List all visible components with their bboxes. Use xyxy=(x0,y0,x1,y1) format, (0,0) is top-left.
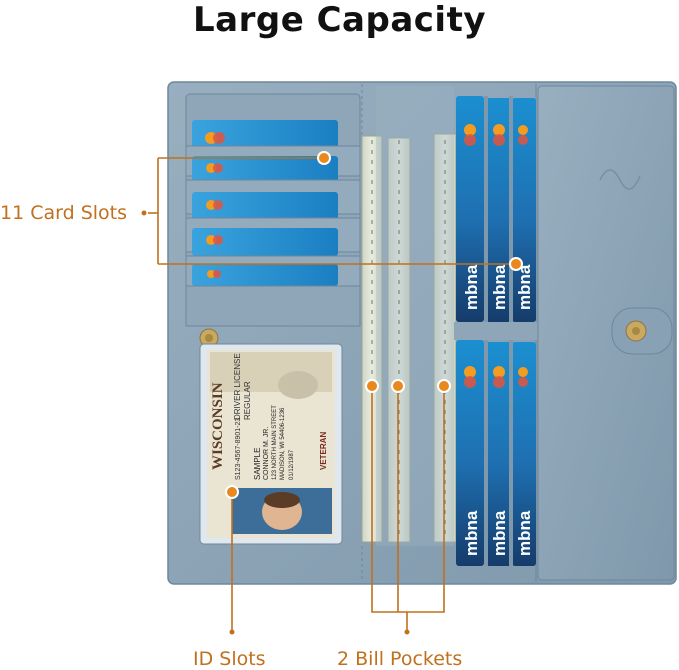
license-veteran: VETERAN xyxy=(319,432,328,470)
card-slots-callout: 11 Card Slots xyxy=(0,202,128,224)
card-slots-right xyxy=(454,96,538,566)
card-brand-5: mbna xyxy=(490,510,509,556)
card-brand-1: mbna xyxy=(462,264,481,310)
license-type: DRIVER LICENSE xyxy=(233,353,242,420)
license-number: S123-4567-8901-23 xyxy=(235,418,242,480)
bill-pockets-callout: 2 Bill Pockets xyxy=(337,648,463,670)
wallet-flap xyxy=(537,85,675,581)
license-state: WISCONSIN xyxy=(210,382,226,470)
license-dob: 01/12/1987 xyxy=(289,449,295,480)
card-brand-2: mbna xyxy=(490,264,509,310)
snap-button-icon xyxy=(611,307,673,355)
card-brand-4: mbna xyxy=(462,510,481,556)
card-brand-3: mbna xyxy=(515,264,534,310)
page-title: Large Capacity xyxy=(192,0,486,40)
snap-button-icon xyxy=(199,328,219,348)
license-address: 123 NORTH MAIN STREET xyxy=(272,405,278,480)
callout-markers xyxy=(225,151,523,499)
card-brand-6: mbna xyxy=(515,510,534,556)
mastercard-logo-icon xyxy=(205,132,225,278)
bill-pockets xyxy=(361,86,457,546)
license-sample: SAMPLE xyxy=(253,448,262,480)
id-slots-callout: ID Slots xyxy=(193,648,266,670)
callout-lines xyxy=(148,157,516,630)
card-slots-left xyxy=(185,93,361,327)
license-city: MADISON, WI 54406-1236 xyxy=(280,407,286,480)
license-class: REGULAR xyxy=(243,381,252,420)
callout-anchor-dots xyxy=(141,210,410,635)
license-name: CONNOR M. JR. xyxy=(263,427,270,480)
